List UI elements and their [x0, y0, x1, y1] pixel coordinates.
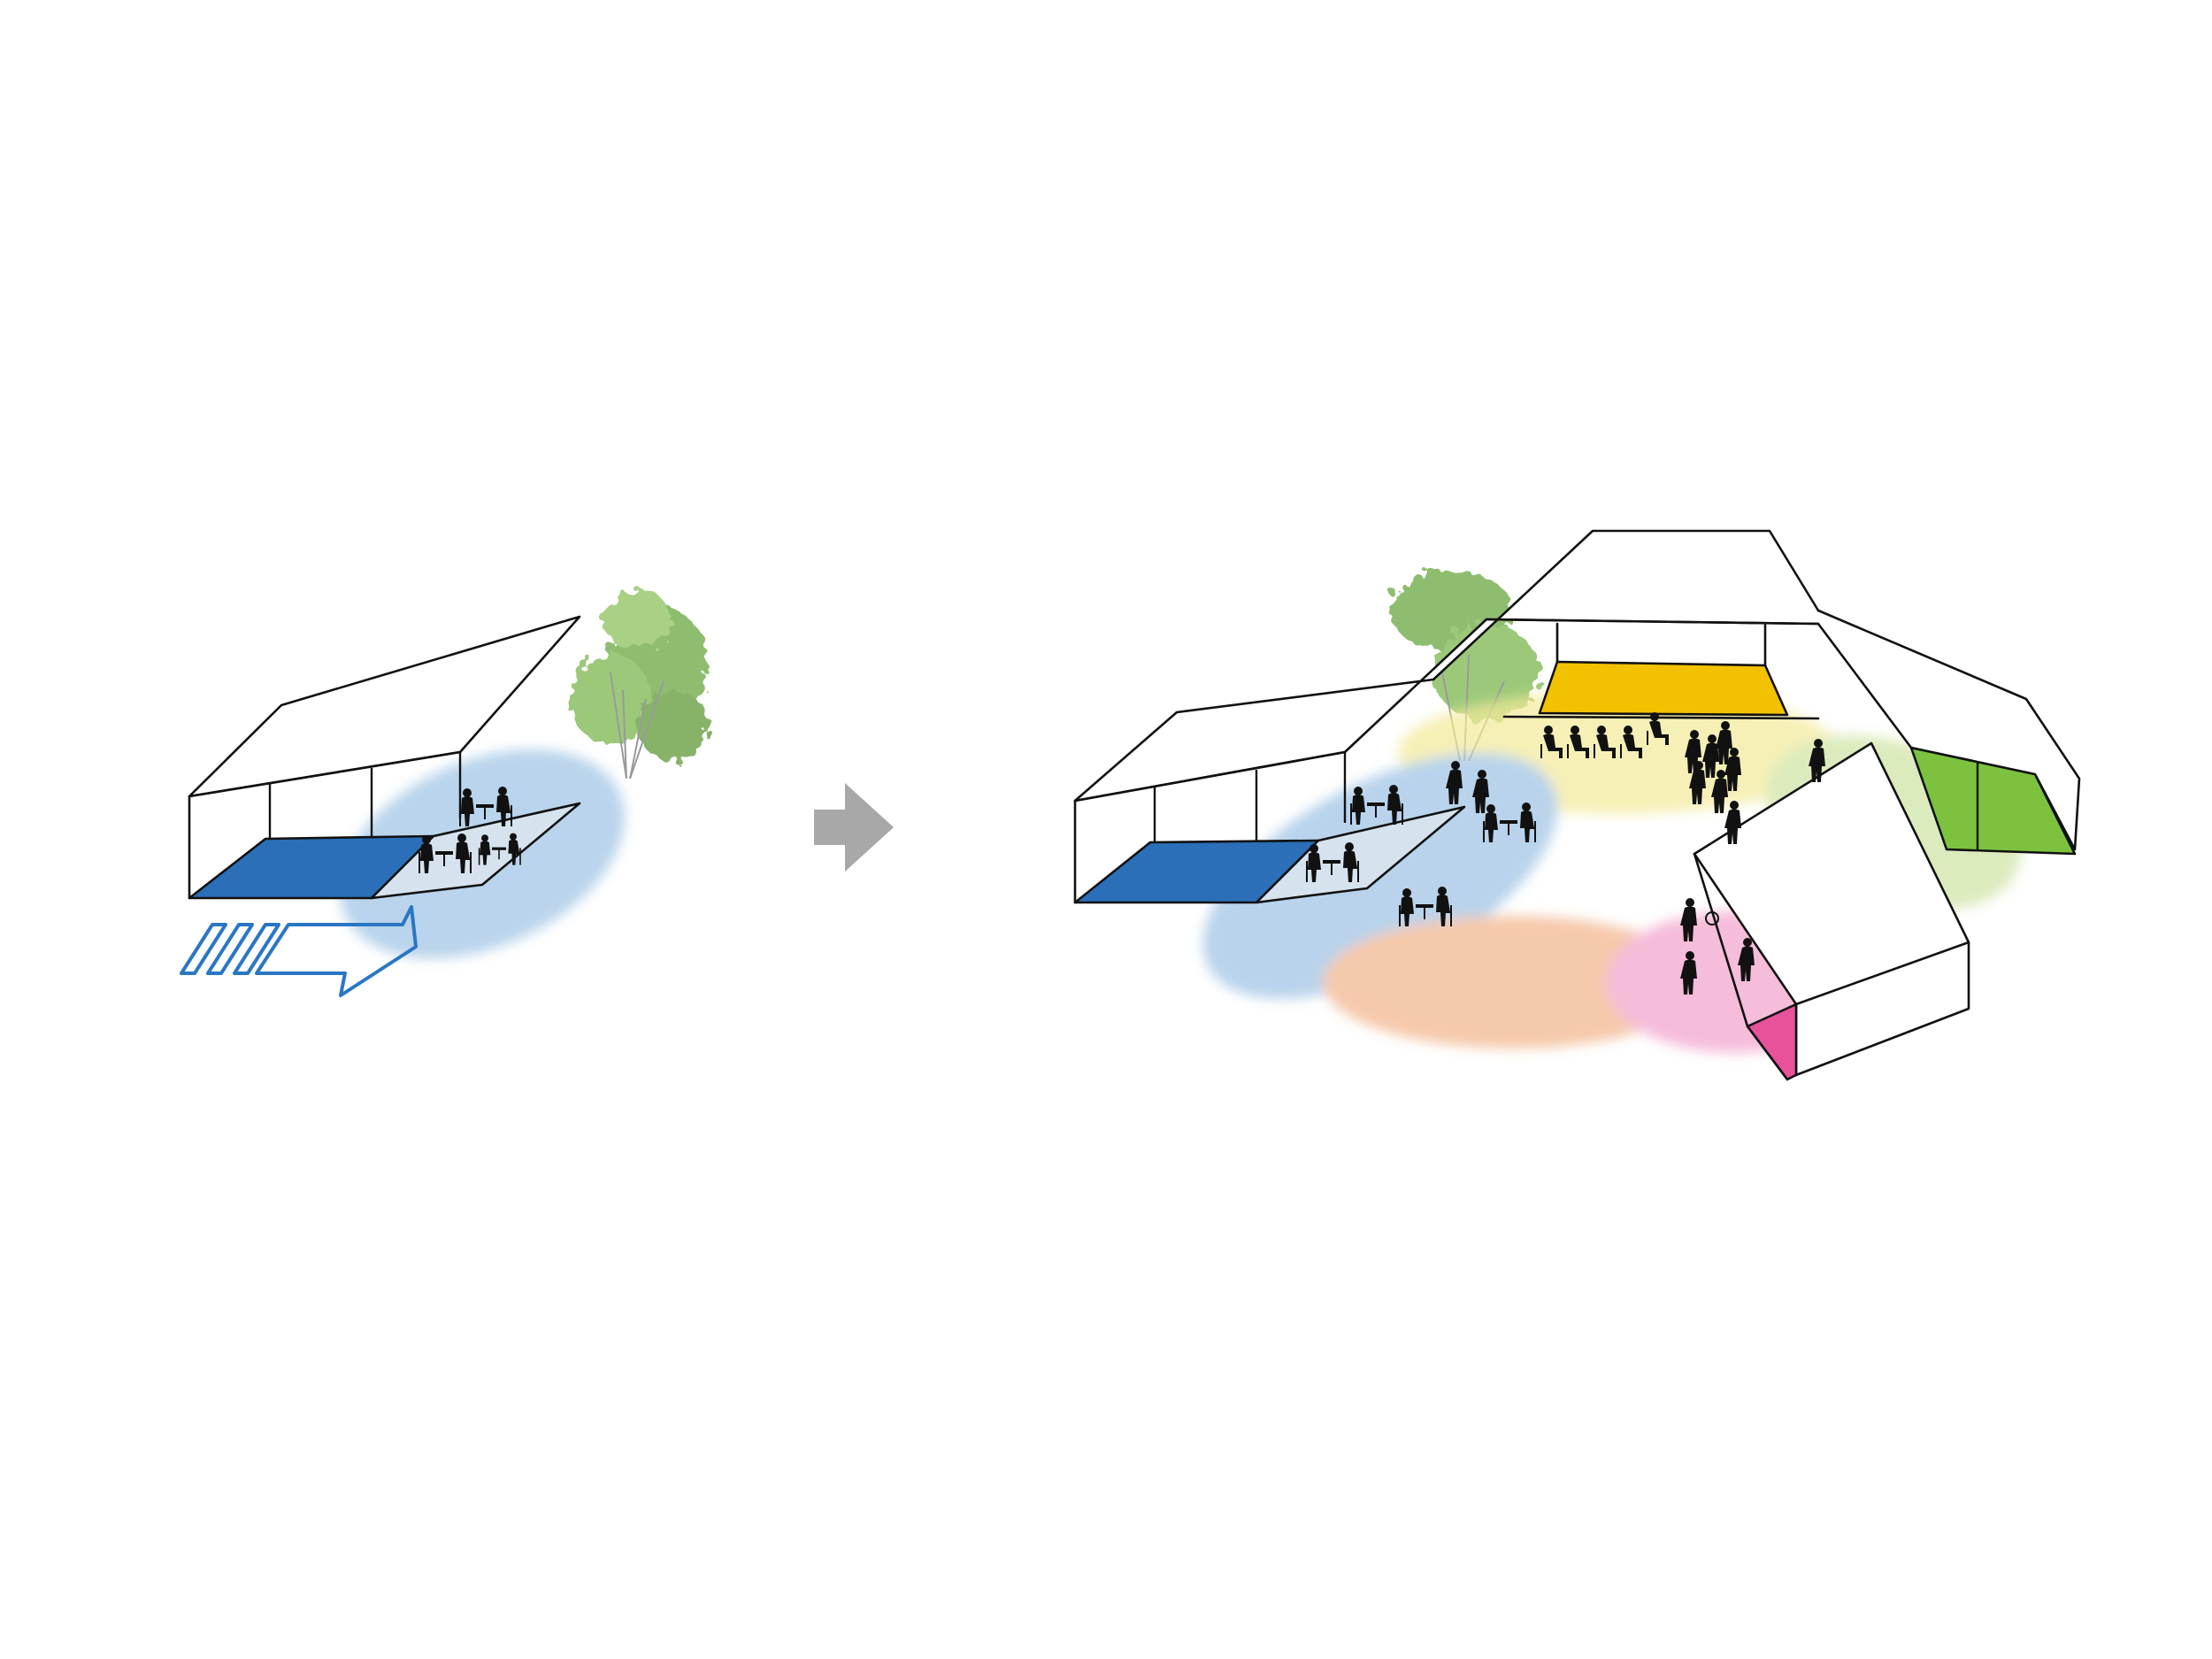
panel-before: [180, 589, 708, 997]
floor-terrace-light: [370, 802, 581, 900]
stage-yellow: [1538, 660, 1789, 717]
floor-terrace-light-after: [1255, 805, 1466, 904]
people-kids-play: [1680, 898, 1755, 995]
transition-arrow-icon: [814, 783, 894, 872]
stage-area: [1485, 618, 1820, 720]
panel-after: [1073, 529, 2081, 1081]
tree-icon: [571, 589, 708, 780]
flow-arrow-icon: [180, 905, 418, 997]
zone-orange: [1323, 916, 1703, 1048]
